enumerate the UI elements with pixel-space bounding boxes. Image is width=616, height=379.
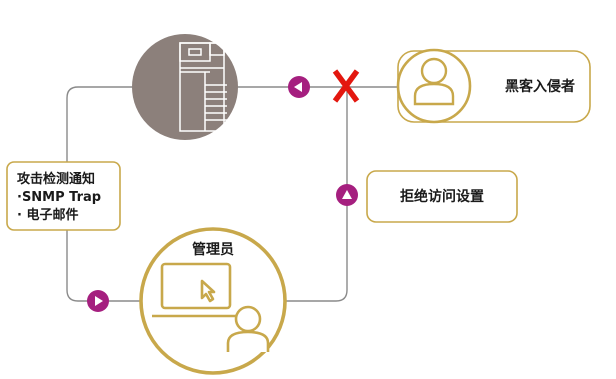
line-admin-to-network	[284, 87, 348, 302]
person-icon	[413, 57, 455, 106]
user-body	[226, 330, 270, 352]
cursor-icon	[200, 279, 216, 303]
hacker-circle	[396, 48, 472, 124]
monitor-icon	[160, 262, 232, 310]
arrow-left-icon	[288, 76, 310, 98]
deny-settings-box	[366, 170, 518, 223]
admin-node: 管理员	[139, 227, 287, 375]
hacker-node: 黑客入侵者	[396, 48, 591, 124]
user-head	[234, 305, 262, 333]
deny-x-icon	[332, 69, 360, 103]
alert-box	[6, 161, 121, 231]
line-alert-to-admin	[66, 230, 142, 302]
printer-icon	[179, 42, 227, 132]
printer-node	[132, 34, 238, 140]
admin-label: 管理员	[192, 241, 234, 258]
deny-settings-node: 拒绝访问设置	[366, 170, 518, 223]
arrow-up-icon	[336, 184, 358, 206]
line-printer-to-alert	[66, 86, 140, 162]
hacker-label: 黑客入侵者	[505, 78, 575, 95]
alert-line-snmp: ·SNMP Trap	[17, 190, 101, 205]
alert-line-email: · 电子邮件	[17, 207, 78, 223]
computer-user-icon	[152, 262, 270, 352]
alert-node: 攻击检测通知 ·SNMP Trap · 电子邮件	[6, 161, 121, 231]
arrow-right-icon	[87, 290, 109, 312]
alert-title: 攻击检测通知	[17, 171, 95, 187]
printer-circle	[132, 34, 238, 140]
connector-lines	[66, 86, 398, 302]
deny-settings-label: 拒绝访问设置	[400, 188, 484, 205]
